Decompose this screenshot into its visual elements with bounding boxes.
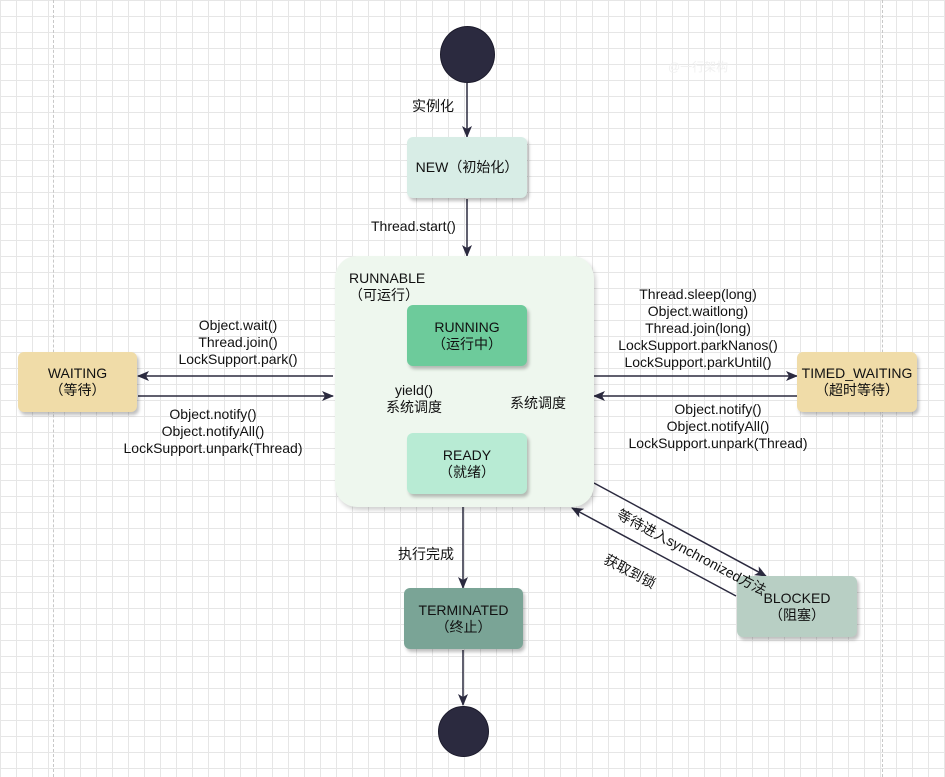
label-to-timed-line: Thread.join(long) (645, 320, 751, 336)
state-timed-waiting-sub: （超时等待） (815, 382, 899, 398)
state-blocked: BLOCKED （阻塞） (737, 576, 857, 637)
state-ready: READY （就绪） (407, 433, 527, 494)
state-ready-name: READY (442, 446, 492, 463)
state-timed-waiting-name: TIMED_WAITING (801, 365, 913, 381)
state-terminated-name: TERMINATED (418, 601, 509, 618)
label-ready-to-running: 系统调度 (510, 395, 566, 411)
label-to-waiting-line: Thread.join() (198, 334, 278, 350)
label-finish: 执行完成 (398, 546, 454, 562)
label-from-timed-line: Object.notifyAll() (666, 418, 770, 434)
state-running-sub: （运行中） (432, 335, 502, 352)
label-from-timed-line: LockSupport.unpark(Thread) (628, 435, 808, 451)
label-yield: yield() (394, 382, 434, 398)
state-running-name: RUNNING (434, 318, 500, 335)
label-to-timed-line: LockSupport.parkUntil() (624, 354, 772, 370)
label-to-timed-line: Thread.sleep(long) (639, 286, 757, 302)
state-terminated: TERMINATED （终止） (404, 588, 523, 649)
state-blocked-name: BLOCKED (763, 589, 831, 606)
state-new-sub: （初始化） (448, 159, 519, 175)
label-to-waiting: Object.wait() Thread.join() LockSupport.… (143, 317, 333, 368)
label-instantiate: 实例化 (412, 98, 454, 114)
label-from-waiting: Object.notify() Object.notifyAll() LockS… (118, 406, 308, 457)
state-runnable-name: RUNNABLE (349, 270, 426, 286)
label-from-waiting-line: Object.notifyAll() (161, 423, 265, 439)
state-waiting: WAITING （等待） (18, 352, 137, 412)
label-to-timed-waiting: Thread.sleep(long) Object.waitlong) Thre… (608, 286, 788, 371)
label-from-timed-waiting: Object.notify() Object.notifyAll() LockS… (623, 401, 813, 452)
state-blocked-sub: （阻塞） (769, 606, 825, 623)
state-waiting-sub: （等待） (49, 382, 106, 398)
label-from-timed-line: Object.notify() (674, 401, 762, 417)
label-from-waiting-line: LockSupport.unpark(Thread) (123, 440, 303, 456)
watermark: @一行架构 (668, 60, 729, 74)
state-terminated-sub: （终止） (435, 618, 492, 635)
state-waiting-name: WAITING (47, 365, 108, 381)
arrow-from-blocked (571, 507, 737, 597)
start-node (440, 26, 495, 83)
label-to-waiting-line: LockSupport.park() (178, 351, 298, 367)
state-timed-waiting: TIMED_WAITING （超时等待） (797, 352, 917, 412)
label-from-waiting-line: Object.notify() (169, 406, 257, 422)
state-runnable-sub: （可运行） (349, 287, 419, 303)
label-thread-start: Thread.start() (371, 218, 456, 234)
arrow-to-blocked (593, 482, 767, 577)
state-running: RUNNING （运行中） (407, 305, 527, 366)
label-schedule: 系统调度 (386, 399, 442, 415)
label-running-to-ready: yield() 系统调度 (383, 382, 445, 416)
state-new-name: NEW (415, 159, 449, 175)
state-new: NEW（初始化） (407, 137, 527, 198)
state-runnable-label: RUNNABLE （可运行） (349, 270, 425, 304)
label-to-timed-line: LockSupport.parkNanos() (618, 337, 778, 353)
label-to-timed-line: Object.waitlong) (647, 303, 749, 319)
end-node (438, 706, 489, 757)
state-ready-sub: （就绪） (439, 463, 495, 480)
label-to-waiting-line: Object.wait() (198, 317, 278, 333)
